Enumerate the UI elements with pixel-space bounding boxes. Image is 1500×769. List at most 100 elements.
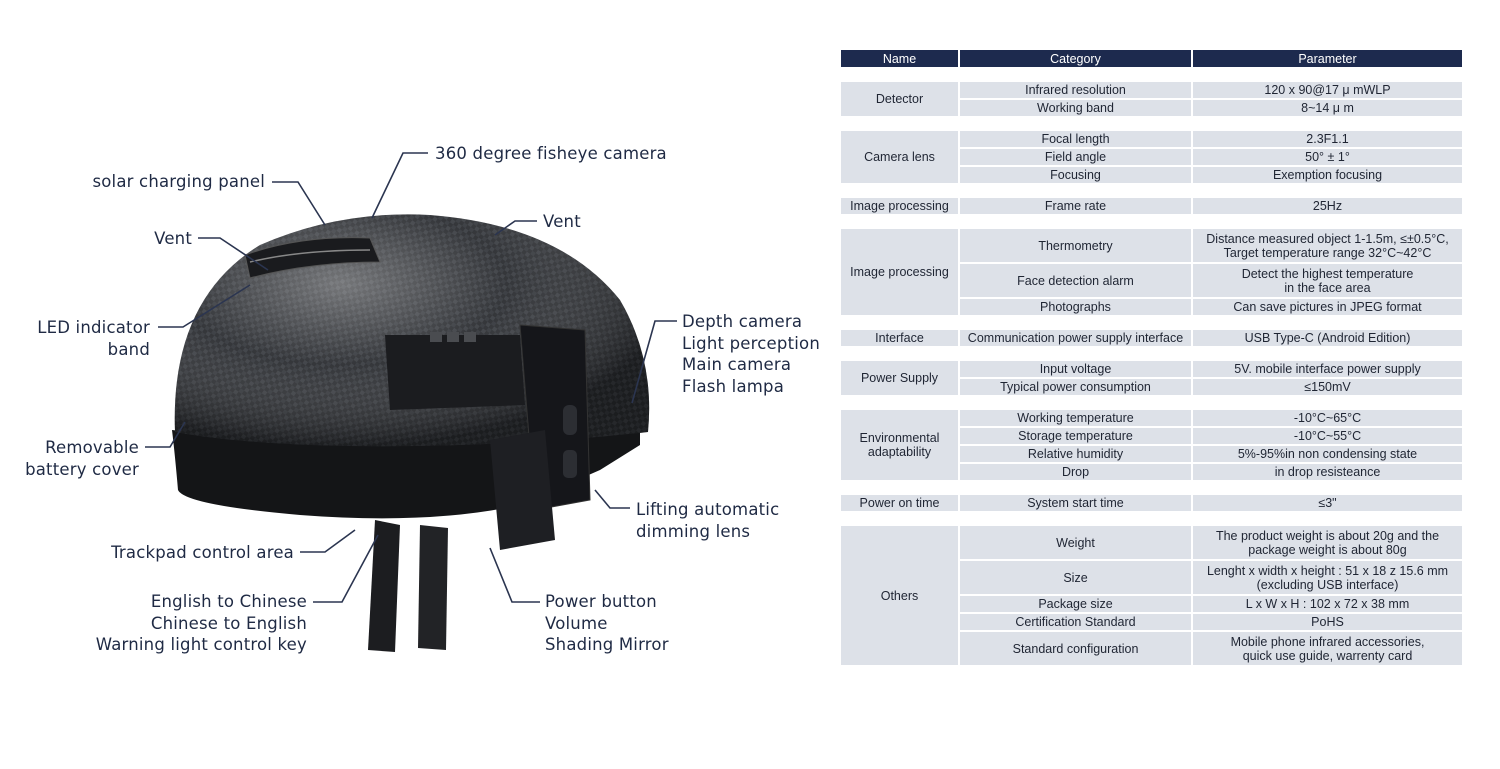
table-header-row: Name Category Parameter [841, 50, 1462, 67]
category-cell: Infrared resolution [960, 82, 1191, 98]
table-row: Field angle 50° ± 1° [841, 149, 1462, 165]
header-category: Category [960, 50, 1191, 67]
group-name-line: Camera lens [864, 150, 935, 164]
table-spacer [841, 69, 1462, 80]
parameter-line: Detect the highest temperature [1241, 266, 1414, 281]
category-cell: Communication power supply interface [960, 330, 1191, 346]
callout-fisheye-camera: 360 degree fisheye camera [435, 144, 667, 163]
table-row: Focusing Exemption focusing [841, 167, 1462, 183]
parameter-line: Lenght x width x height : 51 x 18 z 15.6… [1206, 563, 1449, 578]
callout-line: battery cover [25, 459, 139, 479]
parameter-line: -10°C~55°C [1293, 429, 1362, 443]
parameter-cell: PoHS [1193, 614, 1462, 630]
category-cell: Relative humidity [960, 446, 1191, 462]
spec-table: Name Category Parameter Detector Infrared… [839, 48, 1464, 667]
parameter-cell: L x W x H : 102 x 72 x 38 mm [1193, 596, 1462, 612]
header-parameter: Parameter [1193, 50, 1462, 67]
callout-vent-left: Vent [154, 229, 192, 248]
parameter-line: 25Hz [1312, 199, 1343, 213]
group-name-cell: Detector [841, 82, 958, 116]
group-name-cell: Camera lens [841, 131, 958, 183]
group-name-cell: Interface [841, 330, 958, 346]
parameter-cell: ≤150mV [1193, 379, 1462, 395]
category-cell: Certification Standard [960, 614, 1191, 630]
parameter-cell: Distance measured object 1-1.5m, ≤±0.5°C… [1193, 229, 1462, 262]
vent-strip-shape [244, 237, 381, 279]
table-spacer [841, 482, 1462, 493]
category-cell: Focusing [960, 167, 1191, 183]
callout-line: Depth camera [682, 312, 803, 331]
callout-line: band [107, 339, 150, 359]
parameter-line: ≤3" [1318, 496, 1337, 510]
parameter-cell: -10°C~65°C [1193, 410, 1462, 426]
group-name-line: Environmental [859, 431, 940, 445]
callout-line: dimming lens [636, 521, 751, 541]
callout-line: LED indicator [37, 318, 150, 337]
parameter-cell: 2.3F1.1 [1193, 131, 1462, 147]
table-spacer [841, 348, 1462, 359]
table-row: Storage temperature -10°C~55°C [841, 428, 1462, 444]
group-name-cell: Image processing [841, 229, 958, 315]
parameter-cell: Mobile phone infrared accessories,quick … [1193, 632, 1462, 665]
parameter-line: Distance measured object 1-1.5m, ≤±0.5°C… [1206, 231, 1449, 246]
category-cell: Weight [960, 526, 1191, 559]
table-spacer [841, 513, 1462, 524]
category-cell: Standard configuration [960, 632, 1191, 665]
parameter-line: Can save pictures in JPEG format [1233, 300, 1422, 314]
parameter-cell: Lenght x width x height : 51 x 18 z 15.6… [1193, 561, 1462, 594]
parameter-line: 50° ± 1° [1305, 150, 1350, 164]
spacer-cell [841, 513, 1462, 524]
group-name-cell: Others [841, 526, 958, 665]
parameter-cell: 25Hz [1193, 198, 1462, 214]
group-name-line: Image processing [850, 199, 949, 213]
category-cell: Field angle [960, 149, 1191, 165]
callout-battery-cover: Removable battery cover [15, 437, 139, 480]
table-spacer [841, 317, 1462, 328]
table-row: Photographs Can save pictures in JPEG for… [841, 299, 1462, 315]
parameter-line: Mobile phone infrared accessories, [1230, 634, 1425, 649]
callout-line: Flash lampa [682, 376, 785, 396]
spacer-cell [841, 317, 1462, 328]
group-name-line: Others [880, 588, 919, 603]
table-row: Certification Standard PoHS [841, 614, 1462, 630]
spacer-cell [841, 69, 1462, 80]
callout-line: Volume [545, 613, 608, 633]
group-name-line: Detector [875, 92, 924, 106]
callout-cameras: Depth camera Light perception Main camer… [682, 311, 820, 397]
parameter-line: The product weight is about 20g and the [1215, 528, 1440, 543]
category-cell: Storage temperature [960, 428, 1191, 444]
parameter-line: Exemption focusing [1272, 168, 1383, 182]
callout-line: English to Chinese [150, 592, 307, 611]
table-spacer [841, 185, 1462, 196]
category-cell: Face detection alarm [960, 264, 1191, 297]
table-spacer [841, 397, 1462, 408]
spacer-cell [841, 118, 1462, 129]
parameter-line: PoHS [1311, 615, 1344, 629]
category-cell: Thermometry [960, 229, 1191, 262]
spacer-cell [841, 216, 1462, 227]
parameter-line: L x W x H : 102 x 72 x 38 mm [1245, 597, 1410, 611]
table-spacer [841, 118, 1462, 129]
callout-line: Power button [545, 592, 657, 611]
group-name-line: Image processing [850, 265, 949, 279]
spacer-cell [841, 397, 1462, 408]
category-cell: Working temperature [960, 410, 1191, 426]
parameter-line: in drop resisteance [1274, 465, 1381, 479]
parameter-line: 2.3F1.1 [1306, 132, 1349, 146]
callout-dimming-lens: Lifting automatic dimming lens [636, 499, 779, 542]
group-name-line: Power on time [859, 496, 940, 510]
callout-solar-panel: solar charging panel [92, 172, 265, 191]
category-cell: Photographs [960, 299, 1191, 315]
callout-power-button: Power button Volume Shading Mirror [545, 591, 669, 656]
